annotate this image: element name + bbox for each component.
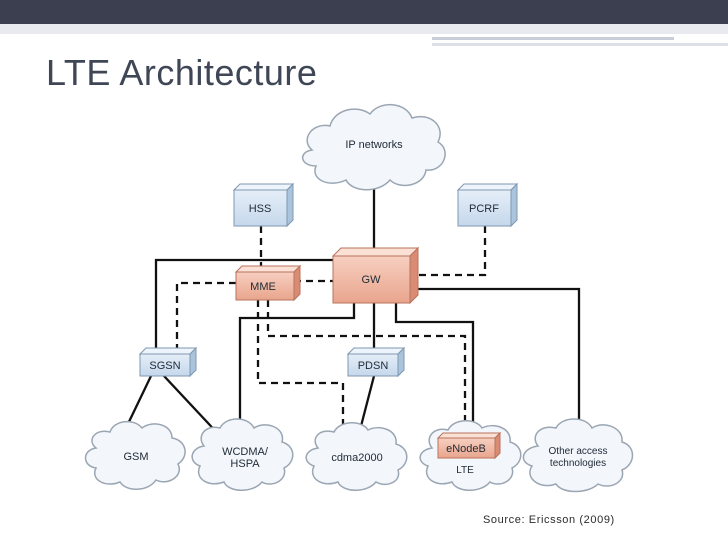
cloud-other-access: Other access technologies bbox=[522, 418, 634, 493]
accent-line-1 bbox=[432, 37, 674, 40]
cloud-other-label-2: technologies bbox=[550, 458, 606, 469]
cloud-gsm: GSM bbox=[84, 420, 186, 490]
node-pdsn: PDSN bbox=[346, 346, 406, 378]
node-gw: GW bbox=[331, 246, 420, 305]
node-sgsn: SGSN bbox=[138, 346, 198, 378]
cloud-gsm-label: GSM bbox=[123, 451, 148, 463]
node-pcrf: PCRF bbox=[456, 182, 519, 228]
link-mme-enodeb-a bbox=[266, 300, 467, 432]
node-mme: MME bbox=[234, 264, 302, 302]
accent-line-2 bbox=[432, 43, 728, 46]
node-hss-label: HSS bbox=[249, 203, 272, 215]
node-hss: HSS bbox=[232, 182, 295, 228]
link-gw-other bbox=[418, 287, 581, 428]
link-pcrf-gw bbox=[418, 226, 487, 277]
link-gw-sgsn bbox=[154, 258, 333, 348]
dashed-connections bbox=[175, 226, 487, 432]
link-sgsn-gsm bbox=[124, 375, 153, 429]
cloud-wcdma-label-2: HSPA bbox=[230, 458, 260, 470]
link-mme-wcdma bbox=[238, 303, 356, 440]
cloud-cdma2000-label: cdma2000 bbox=[331, 452, 382, 464]
link-gw-enodeb bbox=[394, 303, 475, 432]
cloud-wcdma-label-1: WCDMA/ bbox=[222, 446, 269, 458]
node-gw-label: GW bbox=[362, 274, 382, 286]
solid-connections bbox=[124, 186, 581, 440]
title-bar bbox=[0, 0, 728, 24]
cloud-other-label-1: Other access bbox=[549, 446, 608, 457]
cloud-cdma2000: cdma2000 bbox=[305, 422, 408, 491]
link-mme-cdma bbox=[256, 300, 345, 430]
node-pdsn-label: PDSN bbox=[358, 360, 389, 372]
node-enodeb-label: eNodeB bbox=[446, 443, 486, 455]
link-pdsn-cdma bbox=[358, 375, 376, 431]
source-citation: Source: Ericsson (2009) bbox=[483, 514, 615, 526]
node-pcrf-label: PCRF bbox=[469, 203, 499, 215]
link-mme-sgsn bbox=[175, 281, 236, 348]
cloud-ip-networks: IP networks bbox=[302, 104, 446, 191]
node-enodeb: eNodeB bbox=[436, 431, 502, 460]
cloud-lte-label: LTE bbox=[456, 465, 474, 476]
node-sgsn-label: SGSN bbox=[149, 360, 180, 372]
slide-title: LTE Architecture bbox=[46, 52, 318, 93]
node-mme-label: MME bbox=[250, 281, 276, 293]
cloud-ip-networks-label: IP networks bbox=[345, 139, 403, 151]
title-strip bbox=[0, 24, 728, 34]
cloud-wcdma-hspa: WCDMA/ HSPA bbox=[191, 418, 294, 491]
